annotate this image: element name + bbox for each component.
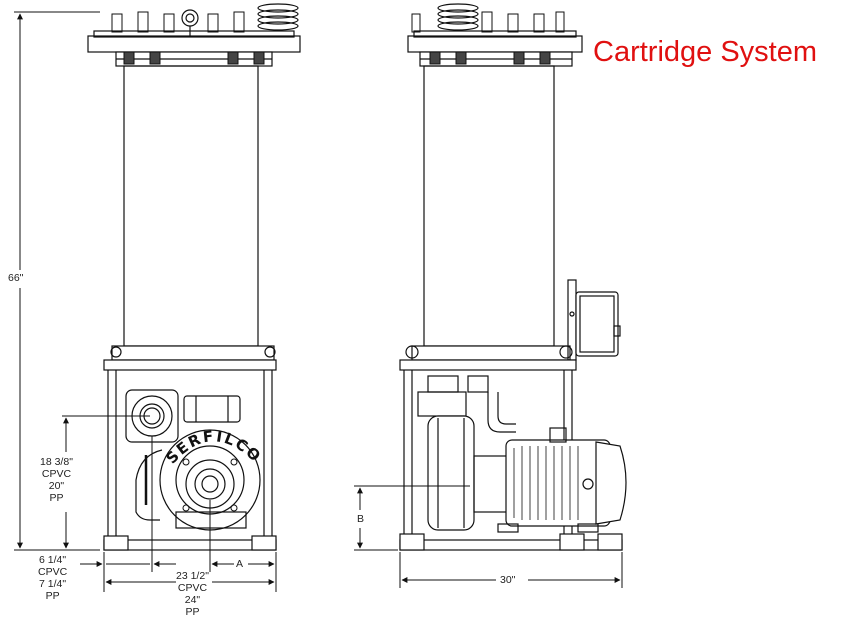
base-width-pp-value: 24": [184, 594, 201, 606]
inlet-offset-cpvc-material: CPVC: [38, 566, 68, 578]
inlet-height-pp-value: 20": [48, 480, 65, 492]
side-motor: [497, 427, 627, 533]
dimension-b-label: B: [357, 513, 365, 525]
front-view: SERFILCO: [87, 3, 301, 551]
inlet-height-cpvc-value: 18 3/8": [40, 456, 73, 468]
inlet-height-cpvc-material: CPVC: [41, 468, 72, 480]
side-view: [399, 3, 627, 551]
base-width-dimension-label: 23 1/2" CPVC 24" PP: [176, 570, 209, 618]
diagram-title: Cartridge System: [593, 36, 818, 68]
base-width-cpvc-material: CPVC: [177, 582, 208, 594]
side-coil: [437, 3, 479, 31]
front-top-lid: [87, 3, 301, 67]
side-filter-housing: [423, 65, 555, 347]
inlet-offset-pp-material: PP: [45, 590, 60, 602]
dimension-a-label: A: [236, 558, 244, 570]
side-width-dimension-label: 30": [500, 574, 516, 586]
side-pump: [427, 415, 509, 531]
control-box: [567, 279, 621, 361]
inlet-height-pp-material: PP: [49, 492, 64, 504]
front-filter-housing: [123, 65, 259, 347]
front-frame: [103, 359, 277, 551]
inlet-offset-pp-value: 7 1/4": [39, 578, 67, 590]
base-width-cpvc-value: 23 1/2": [176, 570, 209, 582]
side-top-lid: [407, 3, 583, 67]
height-dimension-label: 66": [8, 272, 24, 284]
base-width-pp-material: PP: [185, 606, 200, 618]
side-dimensions: [354, 485, 623, 588]
inlet-offset-cpvc-value: 6 1/4": [39, 554, 67, 566]
inlet-offset-dimension-label: 6 1/4" CPVC 7 1/4" PP: [38, 554, 68, 602]
inlet-height-dimension-label: 18 3/8" CPVC 20" PP: [40, 456, 73, 504]
front-dimensions: [14, 11, 277, 592]
front-coil: [257, 3, 299, 31]
